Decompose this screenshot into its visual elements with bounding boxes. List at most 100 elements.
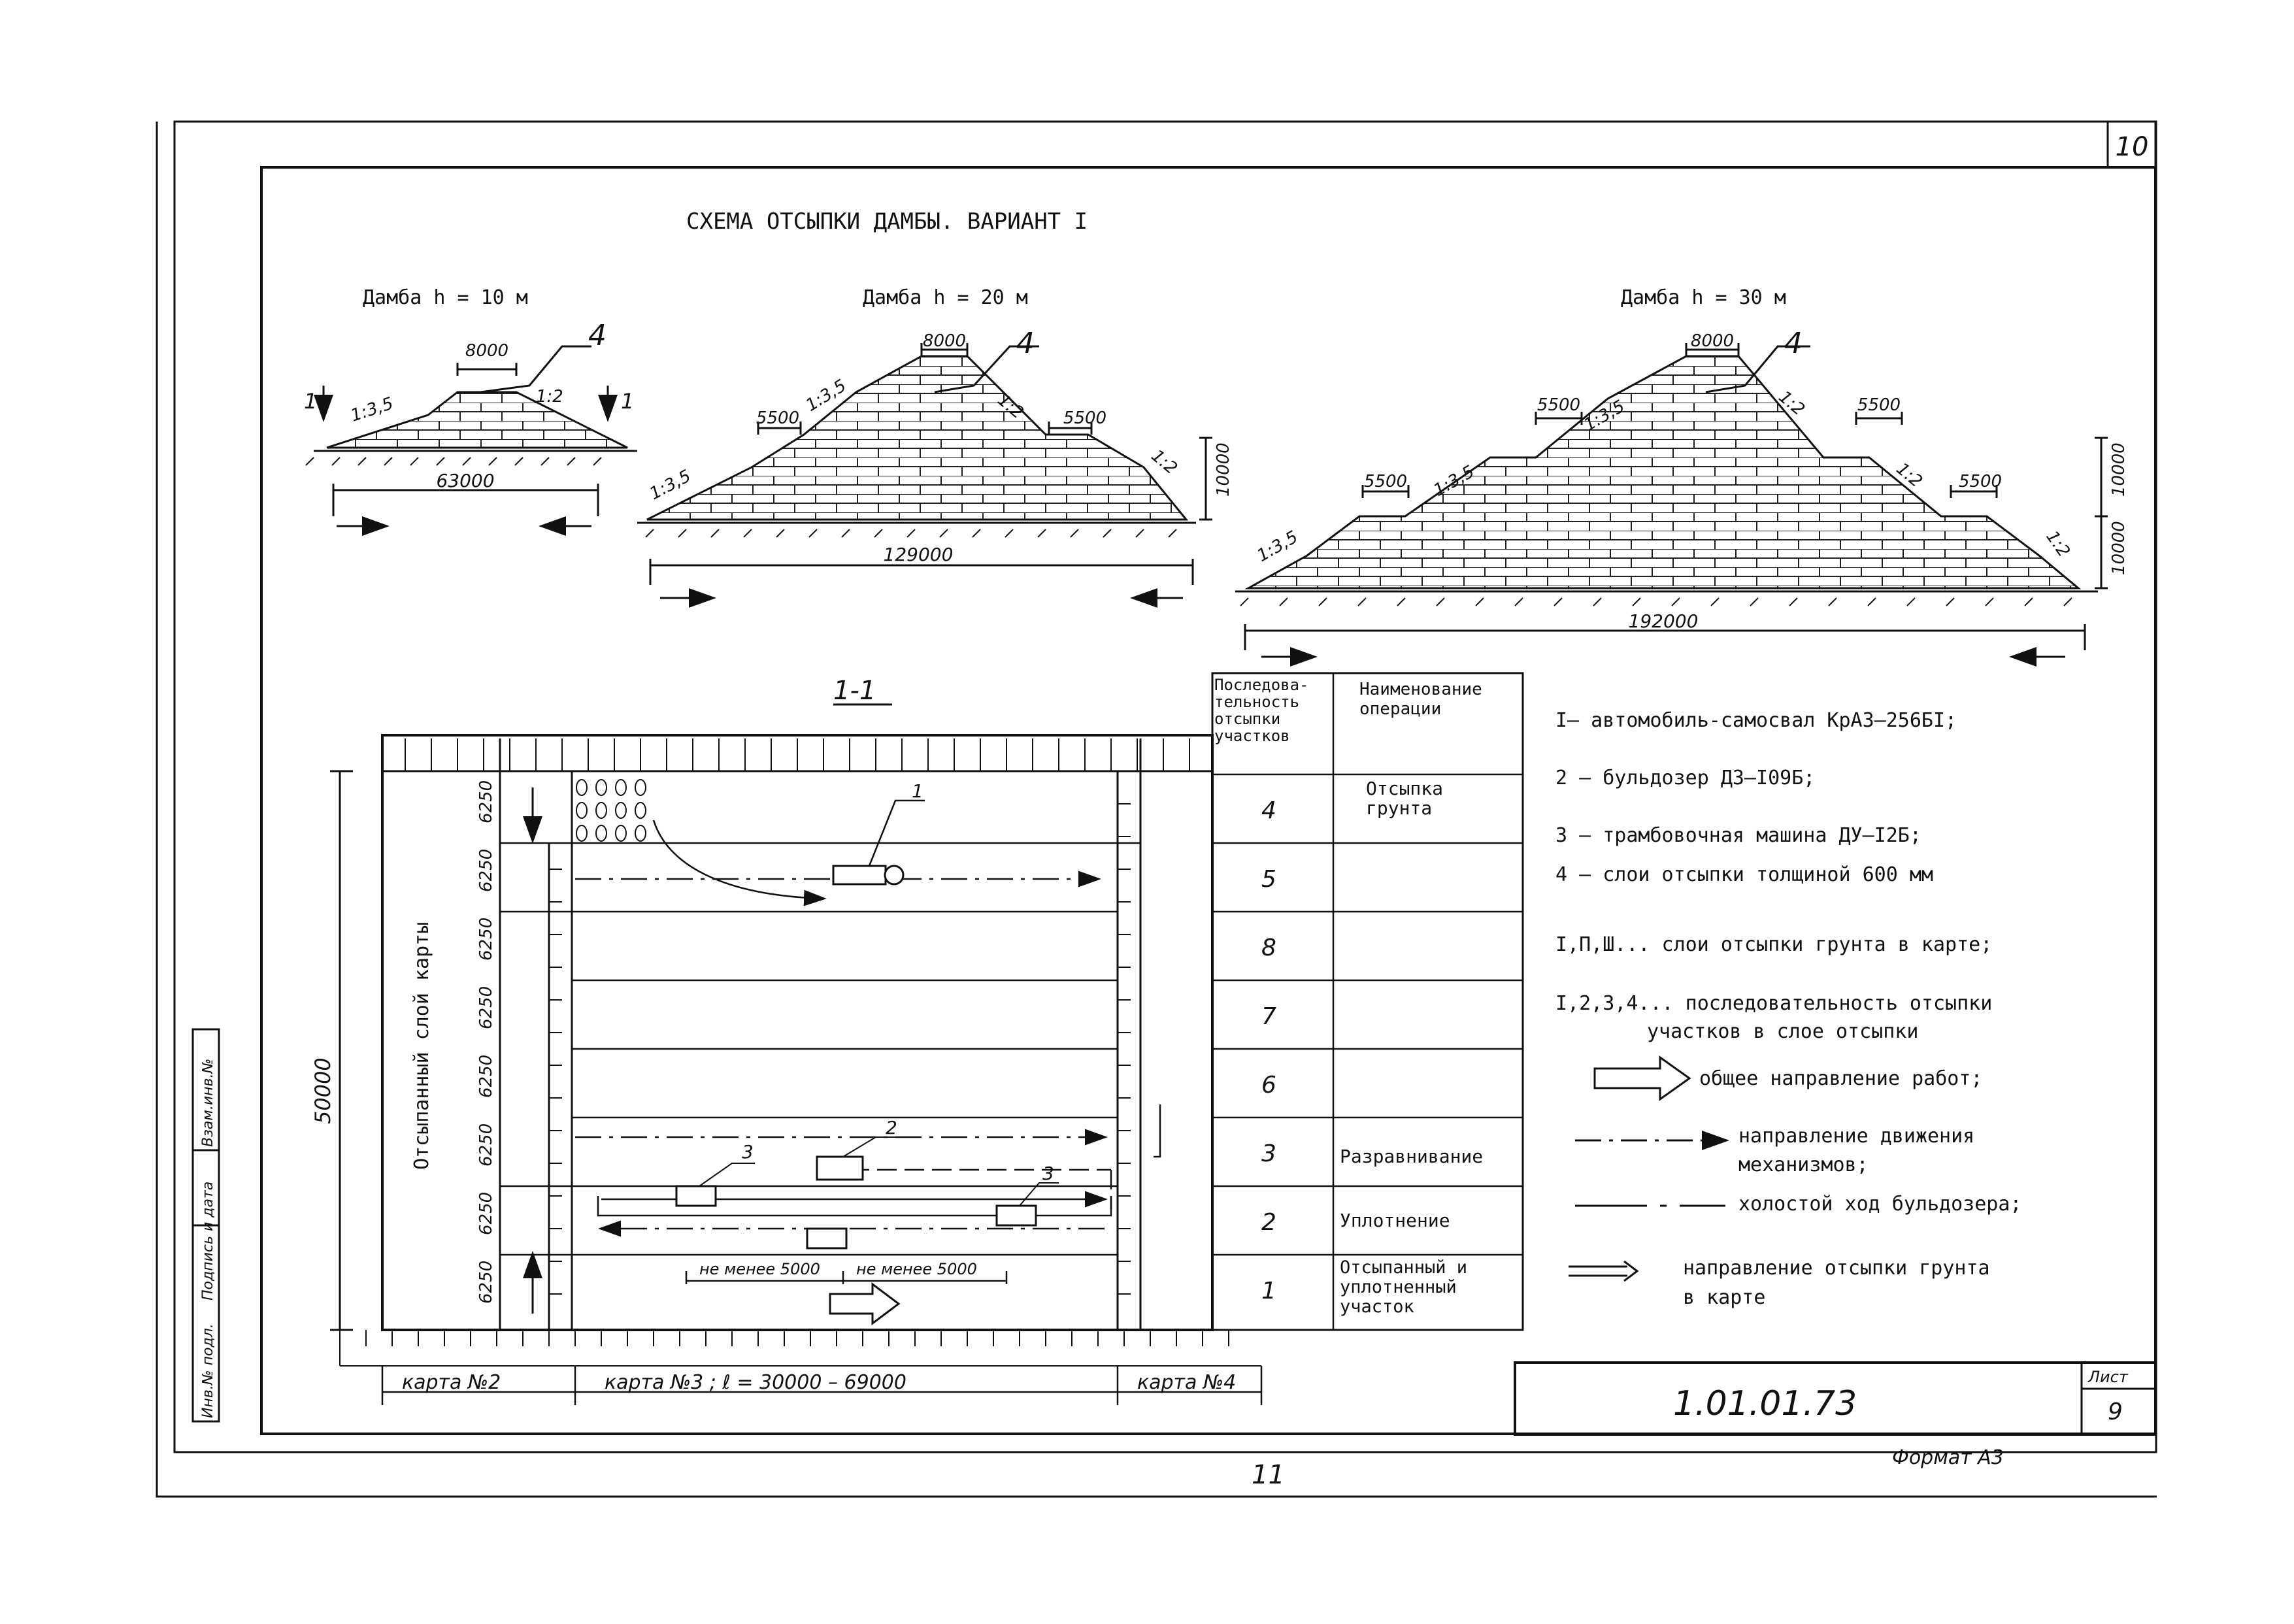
dam-20-body	[646, 355, 1189, 521]
roller-leader-3	[1019, 1182, 1059, 1206]
roller-loop	[597, 1196, 1112, 1217]
dam-30-body	[1244, 355, 2082, 589]
legend-fill-arrow-icon	[1569, 1265, 1627, 1277]
row-lines	[500, 842, 1140, 1256]
dam-30-berm-right-upper: 5500	[1857, 395, 1901, 415]
legend-item-4: 4 – слои отсыпки толщиной 600 мм	[1555, 863, 1933, 886]
seq-row-4: 7	[1261, 1003, 1276, 1030]
legend-item-1: I– автомобиль-самосвал КрАЗ–256БI;	[1555, 709, 1957, 732]
legend-movement-1: направление движения	[1738, 1125, 1974, 1148]
min-dist-1: не менее 5000	[699, 1260, 820, 1278]
dam-30-top-width: 8000	[1691, 331, 1734, 351]
seq-row-8: 1	[1261, 1278, 1276, 1304]
op-row-6: Разравнивание	[1340, 1147, 1484, 1167]
inner-frame	[260, 166, 2157, 1435]
format-label: Формат А3	[1892, 1446, 2004, 1469]
op-row-7-box: Уплотнение	[1340, 1211, 1450, 1231]
row-label-1: 6250	[476, 780, 496, 823]
dam-20-hatch	[645, 529, 1177, 538]
dam-20m: Дамба h = 20 м 8000 5500 5500 1:3,5 1:2 …	[637, 286, 1233, 608]
bulldozer-leader	[842, 1136, 899, 1157]
row-label-2: 6250	[476, 849, 496, 892]
dam-20-base-length: 129000	[884, 544, 954, 565]
dam-20-leader	[934, 345, 1039, 393]
legend-general-direction: общее направление работ;	[1699, 1067, 1982, 1090]
seq-row-7: 2	[1261, 1209, 1276, 1236]
legend-movement-2: механизмов;	[1738, 1153, 1869, 1176]
truck-leader	[868, 799, 925, 867]
idle-run-line	[850, 1168, 1112, 1209]
legend-sequence-2: участков в слое отсыпки	[1647, 1020, 1918, 1043]
seq-row-1: 4	[1261, 797, 1276, 824]
table-header-seq: Последова-тельность отсыпки участков	[1214, 676, 1309, 745]
title-block-dividers	[2080, 1363, 2155, 1434]
dam-10m: Дамба h = 10 м 8000 1:3,5 1:2 4 1 1 6300…	[304, 286, 637, 536]
side-ticks	[549, 803, 1131, 1295]
legend-fill-2: в карте	[1683, 1286, 1765, 1309]
op-row-7: Уплотнение	[1340, 1211, 1450, 1231]
page-title: СХЕМА ОТСЫПКИ ДАМБЫ. ВАРИАНТ I	[686, 208, 1088, 235]
dam-30-top-dim	[1685, 343, 1740, 356]
dam-20-berm-right-dim	[1048, 422, 1093, 435]
dump-truck-cab	[884, 865, 905, 886]
dam-30m: Дамба h = 30 м 8000 5500 5500 5500 5500 …	[1235, 286, 2129, 667]
row-label-6: 6250	[476, 1123, 496, 1167]
dam-30-hatch	[1240, 597, 2072, 606]
legend-general-arrow-icon	[1593, 1055, 1691, 1101]
legend-item-2: 2 – бульдозер ДЗ–I09Б;	[1555, 767, 1815, 789]
dump-truck-path	[652, 820, 827, 906]
dam-10-base-dim	[332, 484, 599, 516]
dam-20-berm-left-dim	[757, 422, 802, 435]
row-label-3: 6250	[476, 918, 496, 961]
dam-30-base-dim	[1244, 624, 2086, 650]
section-label: 1-1	[833, 676, 876, 706]
seq-row-5: 6	[1261, 1072, 1276, 1099]
sequence-table: Последова-тельность отсыпки участков Наи…	[1211, 672, 1524, 1331]
stamp-signature: Подпись и дата	[200, 1182, 216, 1301]
min-dist-2: не менее 5000	[856, 1260, 977, 1278]
op-row-1-box: Отсыпка грунта	[1366, 779, 1444, 819]
roller-leader-1	[699, 1163, 755, 1187]
dam-20-top-width: 8000	[923, 331, 966, 351]
side-stamp-dividers	[193, 1149, 219, 1227]
dam-30-berm-left-upper-dim	[1535, 412, 1583, 425]
page-border	[156, 122, 2157, 1498]
roller-2	[806, 1227, 848, 1250]
row-label-8: 6250	[476, 1261, 496, 1304]
dam-20-height: 10000	[1214, 442, 1233, 497]
dam-20-berm-left: 5500	[756, 408, 799, 428]
seq-row-3: 8	[1261, 935, 1276, 961]
plan-section: 1-1 6250 6250 6250 6250 6250 6250 6250 6…	[310, 676, 1265, 1405]
table-frame	[1211, 672, 1524, 1331]
table-header-seq-box: Последова-тельность отсыпки участков	[1214, 676, 1309, 745]
legend-fill-arrow-head-icon	[1623, 1260, 1639, 1282]
dam-30-berm-left-lower: 5500	[1364, 472, 1407, 491]
map-middle-label: карта №3 ; ℓ = 30000 – 69000	[605, 1371, 906, 1394]
table-header-op-box: Наименование операции	[1359, 680, 1482, 719]
dam-20-slope-left-lower: 1:3,5	[646, 466, 694, 504]
machine-label-2: 2	[886, 1117, 897, 1138]
legend-sequence-1: I,2,3,4... последовательность отсыпки	[1555, 992, 1992, 1015]
title-block: 1.01.01.73 Лист 9 Формат А3 11	[1252, 1361, 2157, 1490]
corner-number-box	[2106, 120, 2157, 169]
row-label-7: 6250	[476, 1192, 496, 1235]
dam-30-base-length: 192000	[1629, 610, 1699, 632]
dam-20-title: Дамба h = 20 м	[863, 286, 1028, 309]
map-column-lines	[499, 738, 1142, 1330]
total-height: 50000	[310, 1057, 335, 1124]
op-row-1: Отсыпка грунта	[1366, 779, 1444, 819]
dam-10-section-right: 1	[621, 389, 634, 414]
dam-10-body	[326, 391, 628, 449]
dam-30-leader	[1705, 345, 1810, 393]
stamp-inv: Инв.№ подл.	[200, 1323, 216, 1418]
dam-20-berm-right: 5500	[1063, 408, 1106, 428]
roller-3	[995, 1204, 1037, 1227]
dam-10-top-dim	[456, 363, 518, 376]
dump-truck	[832, 865, 887, 886]
dam-30-slope-right-lower: 1:2	[2042, 527, 2074, 561]
map-right-label: карта №4	[1137, 1371, 1236, 1394]
dam-30-berm-right-lower-dim	[1950, 485, 1998, 498]
bulldozer	[816, 1155, 864, 1181]
dam-20-height-dim	[1199, 437, 1212, 521]
dam-30-title: Дамба h = 30 м	[1621, 286, 1786, 309]
